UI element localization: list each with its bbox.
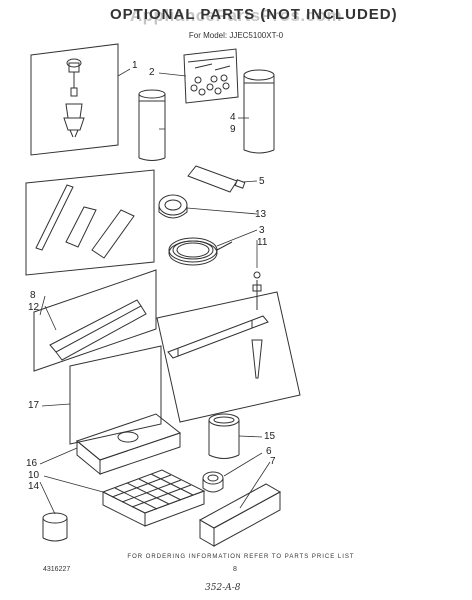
callout-11: 11: [257, 237, 268, 248]
callout-10: 10: [28, 470, 40, 481]
callout-13: 13: [255, 209, 267, 220]
tape-roll: [158, 194, 188, 219]
callout-4: 4: [230, 112, 236, 123]
mounting-rail-box: [156, 271, 301, 423]
trim-strip-box: [33, 269, 157, 372]
model-label: For Model: JJEC5100XT-0: [188, 31, 284, 40]
spray-can-left: [138, 89, 166, 161]
tape-roll-small: [202, 471, 224, 493]
tube-sealant: [187, 165, 246, 193]
callout-8: 8: [30, 290, 36, 301]
coiled-cord: [168, 237, 233, 266]
paint-can: [208, 413, 240, 459]
part-number: 4316227: [43, 566, 71, 573]
callout-16: 16: [26, 458, 38, 469]
foam-block: [75, 413, 182, 476]
fittings-bag: [183, 48, 239, 104]
spray-can-right: [243, 69, 275, 154]
callout-5: 5: [259, 176, 265, 187]
page-number: 8: [233, 566, 237, 573]
callout-3: 3: [259, 225, 265, 236]
callout-14: 14: [28, 481, 40, 492]
callout-12: 12: [28, 302, 40, 313]
filter-panel: [69, 345, 162, 445]
small-can: [42, 512, 68, 542]
callout-9: 9: [230, 124, 236, 135]
ordering-note: FOR ORDERING INFORMATION REFER TO PARTS …: [127, 554, 355, 560]
callout-1: 1: [132, 60, 138, 71]
grill-tray: [101, 469, 206, 527]
callout-6: 6: [266, 446, 272, 457]
page-title: OPTIONAL PARTS (NOT INCLUDED): [110, 6, 398, 23]
callout-2: 2: [149, 67, 155, 78]
tubes-kit-box: [25, 169, 155, 276]
handwritten-note: 352-A-8: [205, 583, 241, 593]
valve-kit-box: [30, 43, 119, 156]
callout-15: 15: [264, 431, 276, 442]
leader-lines: [39, 68, 271, 515]
foam-bar: [198, 483, 282, 547]
watermark: AppliancePartsPros.com: [129, 6, 343, 25]
callout-7: 7: [270, 456, 276, 467]
callout-17: 17: [28, 400, 40, 411]
